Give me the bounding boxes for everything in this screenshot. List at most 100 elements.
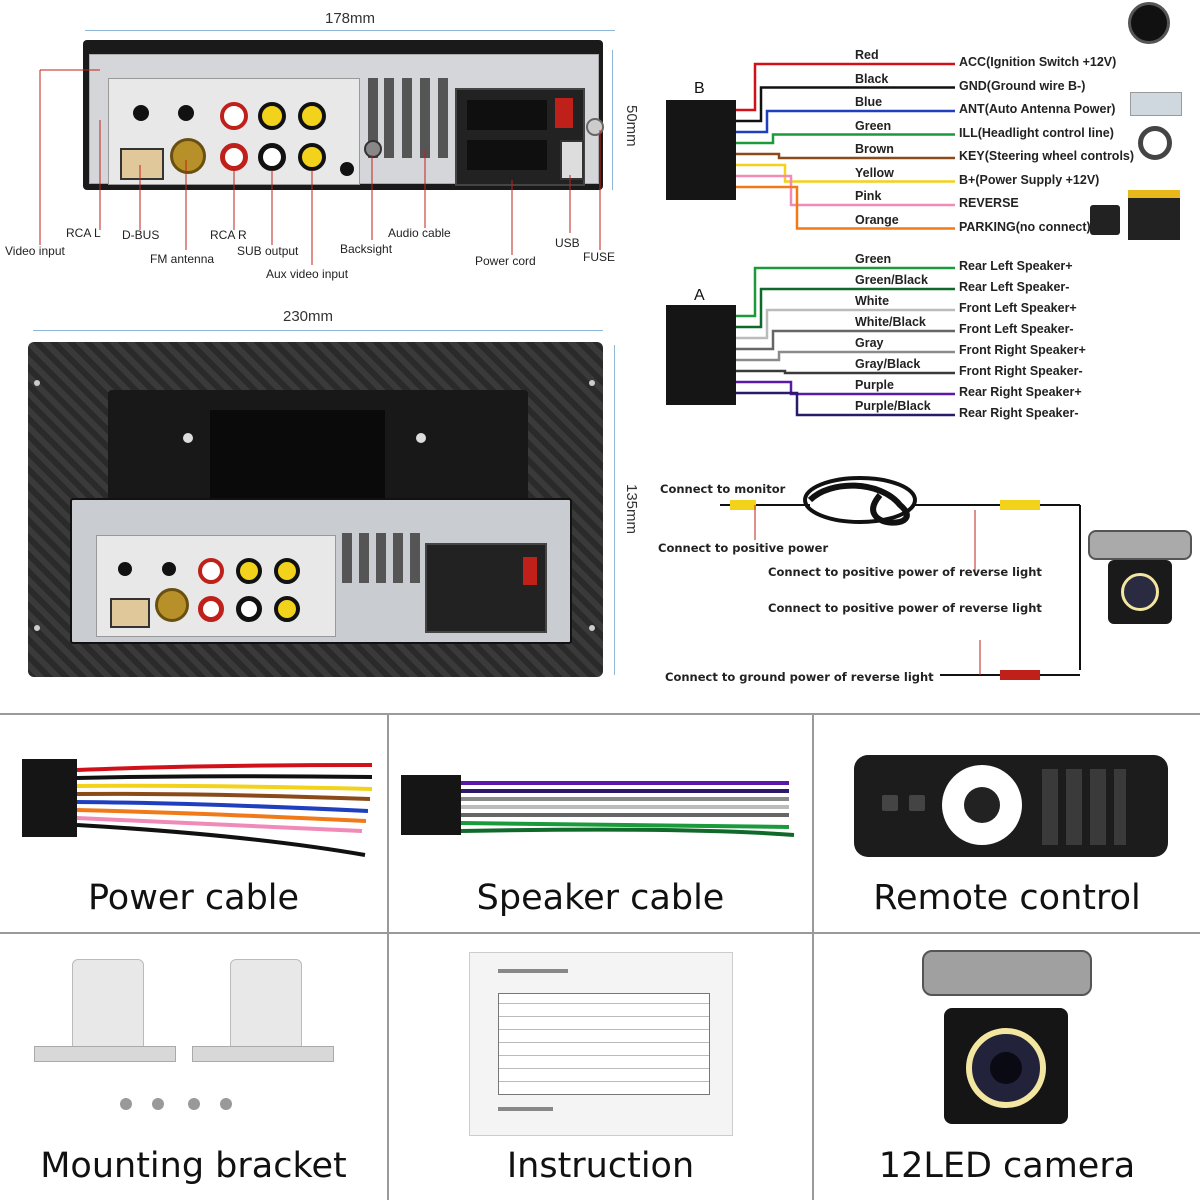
fm-antenna-port [170, 138, 206, 174]
mounting-panel-diagram: 230mm 135mm [0, 300, 650, 700]
callout-lines [39, 69, 601, 265]
rca-yellow-port-1 [258, 102, 286, 130]
accessory-mounting-bracket: Mounting bracket [0, 934, 387, 1200]
harness-a-diagram: A [650, 250, 1200, 450]
wire-function-label: ILL(Headlight control line) [959, 125, 1114, 140]
camera-wiring-lines [720, 476, 1081, 680]
wire-color-label: Green/Black [855, 273, 928, 287]
audio-cable-port [364, 140, 382, 158]
wire-brown [736, 152, 955, 160]
panel-rca-5 [236, 596, 262, 622]
panel-rca-2 [236, 558, 262, 584]
bracket-slot [210, 410, 385, 505]
video-input-port [133, 105, 149, 121]
heatsink [368, 78, 450, 158]
label-rca-r: RCA R [210, 228, 247, 242]
rca-white-port [220, 102, 248, 130]
harness-a-connector [666, 305, 736, 405]
grid-vrule-1 [387, 713, 389, 1200]
bracket-screw-1 [183, 433, 193, 443]
panel-height-label: 135mm [623, 484, 640, 535]
accessory-remote-control: Remote control [814, 715, 1200, 932]
accessory-power-cable: Power cable [0, 715, 387, 932]
wire-color-label: Green [855, 252, 892, 266]
label-d-bus: D-BUS [122, 228, 160, 242]
camera-wiring-diagram: Connect to monitor Connect to positive p… [650, 460, 1200, 700]
panel-screw-4 [589, 625, 595, 631]
wire-color-label: Pink [855, 189, 882, 203]
wire-color-label: Gray [855, 336, 884, 350]
label-backsight: Backsight [340, 242, 393, 256]
wire-function-label: Front Left Speaker+ [959, 301, 1077, 315]
wire-orange [736, 185, 955, 230]
antenna-icon [1130, 92, 1182, 116]
wire-gray [736, 350, 955, 362]
panel-dbus [110, 598, 150, 628]
panel-iso [425, 543, 547, 633]
wire-function-label: Front Right Speaker+ [959, 343, 1086, 357]
wire-function-label: PARKING(no connect) [959, 219, 1091, 234]
label-connect-monitor: Connect to monitor [660, 482, 786, 496]
wire-color-label: Purple [855, 378, 894, 392]
panel-heatsink [342, 533, 420, 583]
battery-icon [1128, 190, 1180, 240]
accessory-speaker-cable: Speaker cable [389, 715, 812, 932]
width-dimension-line [85, 30, 615, 31]
accessory-led-camera: 12LED camera [814, 934, 1200, 1200]
backup-camera-icon [1088, 530, 1192, 630]
panel-height-line [614, 345, 615, 675]
instruction-manual-icon [469, 952, 733, 1136]
wire-color-label: White [855, 294, 890, 308]
wire-purple [736, 380, 955, 396]
wire-color-label: Gray/Black [855, 357, 921, 371]
wire-color-label: White/Black [855, 315, 926, 329]
wire-blue [736, 109, 955, 134]
panel-width-label: 230mm [283, 308, 334, 325]
steering-wheel-icon [1138, 126, 1172, 160]
unit-rear-diagram: 178mm 50mm [0, 0, 640, 300]
instruction-caption: Instruction [506, 1146, 695, 1186]
rca-red-port [220, 143, 248, 171]
wire-function-label: Rear Right Speaker- [959, 406, 1079, 420]
wire-red [736, 62, 955, 112]
power-cable-icon [0, 715, 387, 865]
wire-color-label: Blue [855, 95, 883, 109]
panel-rca-6 [274, 596, 300, 622]
wire-yellow [736, 163, 955, 183]
wire-white [736, 308, 955, 340]
grid-vrule-2 [812, 713, 814, 1200]
panel-screw-1 [34, 380, 40, 386]
wire-color-label: Yellow [855, 165, 894, 180]
wire-function-label: Front Left Speaker- [959, 322, 1074, 336]
wire-gray-black [736, 369, 955, 375]
wire-function-label: Rear Left Speaker+ [959, 259, 1073, 273]
wire-function-label: KEY(Steering wheel controls) [959, 149, 1135, 163]
wire-pink [736, 174, 955, 207]
label-sub-output: SUB output [237, 244, 299, 258]
label-power-cord: Power cord [475, 254, 536, 268]
grid-top-rule [0, 713, 1200, 715]
label-reverse-positive-2: Connect to positive power of reverse lig… [768, 601, 1042, 615]
rca-yellow-port-2 [298, 102, 326, 130]
height-dimension-line [612, 50, 613, 190]
label-video-input: Video input [5, 244, 65, 258]
wire-black [736, 86, 955, 123]
label-audio-cable: Audio cable [388, 226, 451, 240]
harness-a-wires [736, 266, 955, 417]
panel-screw-3 [34, 625, 40, 631]
harness-b-wires [736, 62, 955, 230]
label-usb: USB [555, 236, 580, 250]
panel-rca-4 [198, 596, 224, 622]
rca-black-port [258, 143, 286, 171]
width-dimension-label: 178mm [325, 10, 376, 27]
wire-purple-black [736, 391, 955, 417]
rca-yellow-port-3 [298, 143, 326, 171]
wire-function-label: REVERSE [959, 196, 1019, 210]
aux-dot [340, 162, 354, 176]
wire-white-black [736, 329, 955, 351]
label-rca-l: RCA L [66, 226, 101, 240]
label-fm-antenna: FM antenna [150, 252, 215, 266]
dbus-port [120, 148, 164, 180]
wire-function-label: ACC(Ignition Switch +12V) [959, 55, 1117, 69]
panel-rca-1 [198, 558, 224, 584]
